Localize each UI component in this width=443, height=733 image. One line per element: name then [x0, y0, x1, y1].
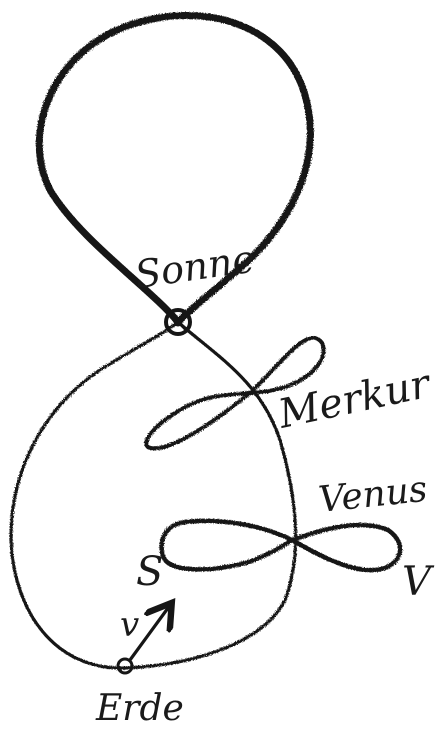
- sun-label: Sonne: [132, 237, 257, 297]
- venus-path: [162, 521, 401, 570]
- earth-label: Erde: [95, 688, 184, 729]
- mercury-label: Merkur: [274, 360, 437, 438]
- venus-v-label: V: [402, 559, 435, 605]
- sun-path-lower-loop: [11, 322, 296, 668]
- venus-s-label: S: [136, 549, 163, 595]
- venus-label: Venus: [317, 469, 430, 521]
- velocity-label: v: [120, 605, 139, 645]
